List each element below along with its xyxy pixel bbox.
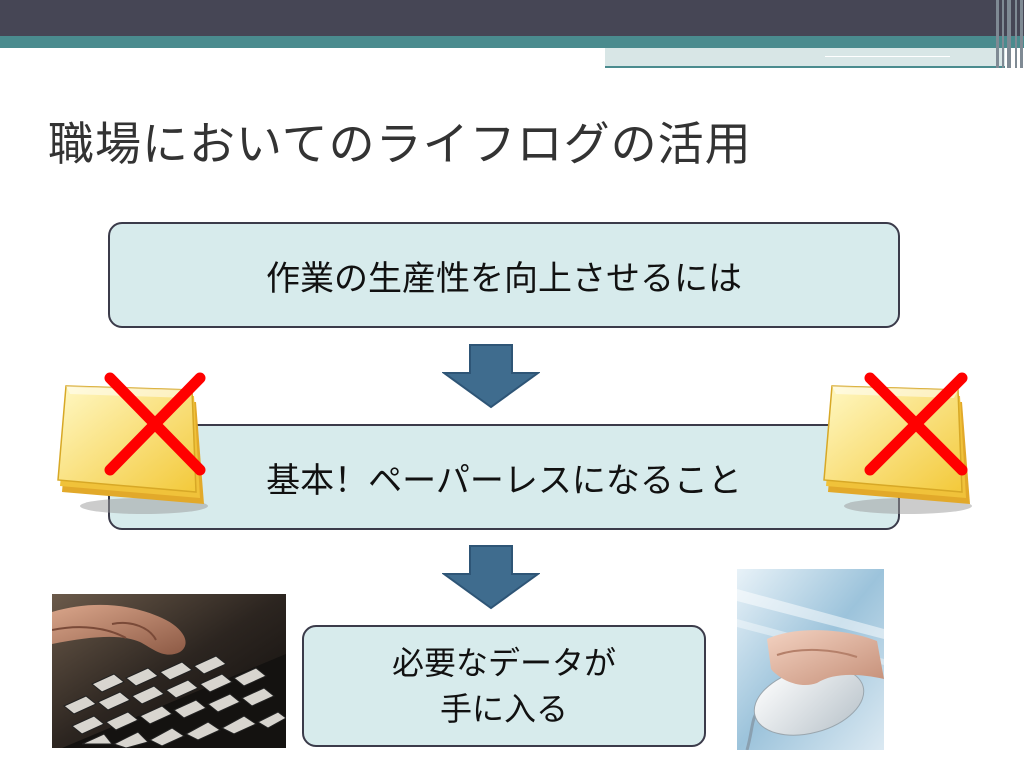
sticky-note-icon [823, 372, 972, 514]
keyboard-photo [52, 594, 286, 748]
sticky-note-icon [57, 372, 208, 514]
paperless-text: 基本！ペーパーレスになること [266, 460, 742, 501]
data-access-line1: 必要なデータが [391, 644, 616, 682]
data-access-line2: 手に入る [439, 690, 568, 728]
productivity-box: 作業の生産性を向上させるには [108, 222, 900, 328]
down-arrow-icon [442, 545, 540, 610]
header-white-line [825, 56, 950, 57]
productivity-text: 作業の生産性を向上させるには [266, 258, 742, 299]
slide-title: 職場においてのライフログの活用 [48, 117, 752, 171]
down-arrow-icon [442, 344, 540, 409]
header-vertical-stripes [992, 0, 1024, 68]
header-teal-line [605, 66, 1005, 68]
mouse-photo [737, 569, 884, 750]
header-teal-band [0, 36, 1024, 48]
header-light-band [605, 48, 1005, 68]
header-dark-band [0, 0, 1024, 36]
paperless-box: 基本！ペーパーレスになること [108, 424, 900, 530]
red-x-icon [104, 372, 206, 476]
data-access-box: 必要なデータが 手に入る [302, 625, 706, 747]
red-x-icon [864, 372, 968, 476]
